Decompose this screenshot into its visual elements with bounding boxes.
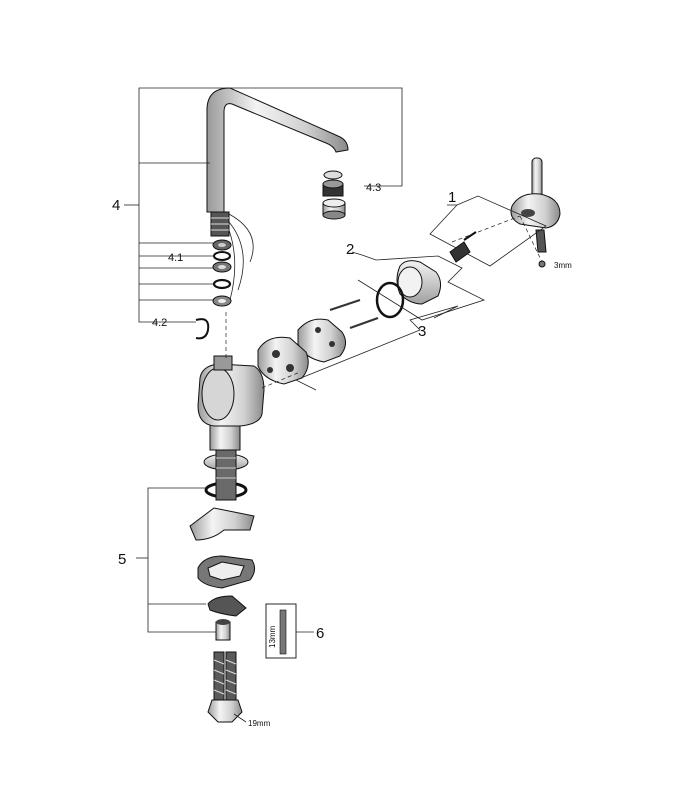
callout-4-1: 4.1	[168, 252, 183, 264]
cover-cap	[375, 260, 442, 319]
dimension-wrench-13: 13mm	[268, 625, 277, 648]
callout-1: 1	[448, 189, 456, 206]
leaders-3	[295, 305, 459, 391]
leaders-5	[136, 487, 216, 633]
mounting-kit	[189, 449, 256, 641]
callout-2: 2	[346, 241, 354, 258]
wrench-tool	[265, 603, 314, 659]
lever-screws	[449, 231, 477, 263]
leaders-2	[351, 251, 486, 321]
leaders-1	[429, 195, 547, 267]
aerator-parts	[322, 170, 346, 220]
callout-4-3: 4.3	[366, 182, 381, 194]
spout-seal-set	[212, 239, 232, 307]
faucet-body	[197, 312, 301, 451]
dimension-hex-key: 3mm	[554, 261, 572, 270]
lever-handle	[510, 157, 561, 268]
callout-5: 5	[118, 551, 126, 568]
callout-3: 3	[418, 323, 426, 340]
callout-6: 6	[316, 625, 324, 642]
spout-assembly	[206, 87, 349, 301]
dimension-wrench-19: 19mm	[248, 719, 271, 728]
spout-hose-end	[210, 211, 230, 237]
callout-4-2: 4.2	[152, 317, 167, 329]
retaining-clip	[195, 318, 210, 340]
leaders-4	[124, 87, 403, 323]
callout-4: 4	[112, 197, 120, 214]
supply-hoses	[207, 651, 247, 723]
cartridge-assembly	[257, 299, 379, 385]
spout	[206, 87, 349, 213]
